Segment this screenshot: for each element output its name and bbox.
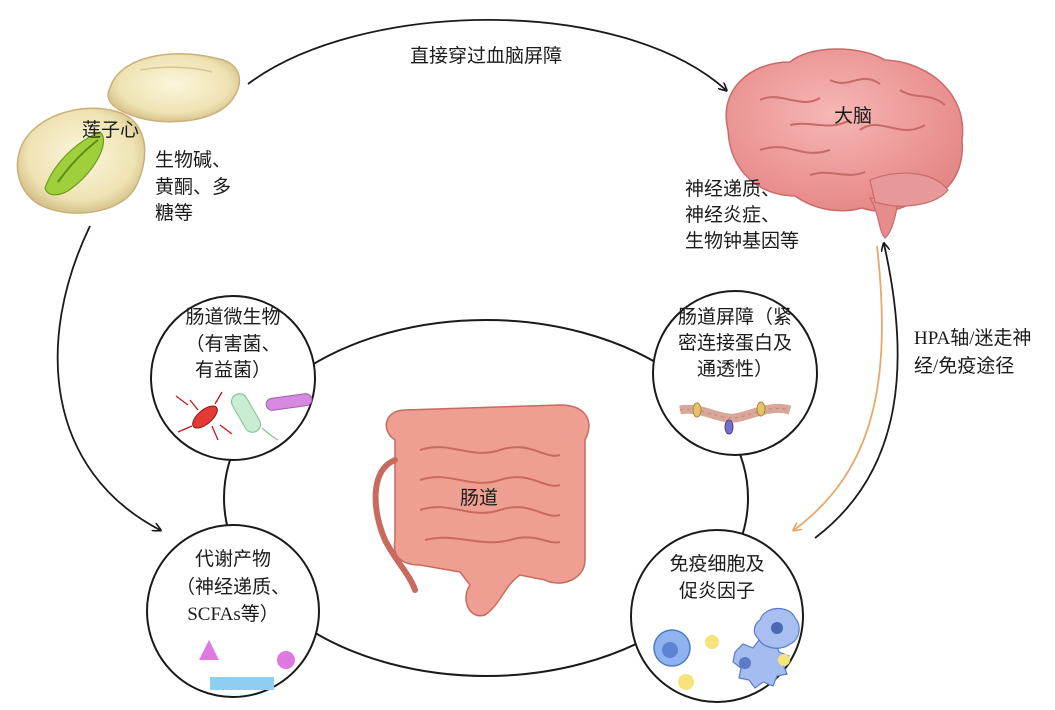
lotus-components-line-3: 糖等 (155, 201, 193, 226)
immune-line-1: 免疫细胞及 (652, 552, 782, 577)
barrier-line-2: 密连接蛋白及 (665, 331, 805, 356)
microbiota-line-2: （有害菌、 (163, 332, 303, 357)
brain-name-label: 大脑 (834, 104, 872, 129)
metabolites-line-3: SCFAs等） (158, 602, 308, 627)
axis-label-line-1: HPA轴/迷走神 (914, 326, 1032, 351)
microbiota-line-3: 有益菌） (163, 358, 303, 383)
microbiota-line-1: 肠道微生物 (173, 305, 293, 330)
brain-effects-line-3: 生物钟基因等 (685, 229, 799, 254)
gut-name-label: 肠道 (460, 486, 498, 511)
barrier-line-1: 肠道屏障（紧 (665, 305, 805, 330)
dot-shape (277, 651, 295, 669)
metabolites-line-1: 代谢产物 (163, 547, 303, 572)
top-arrow-label: 直接穿过血脑屏障 (410, 44, 562, 69)
barrier-line-3: 通透性） (665, 357, 805, 382)
arrow-lotus-to-metabolites (58, 226, 160, 530)
bar-shape (210, 677, 274, 690)
immune-line-2: 促炎因子 (652, 579, 782, 604)
arrow-immune-to-brain (815, 244, 898, 538)
brain-effects-line-2: 神经炎症、 (685, 203, 780, 228)
metabolites-line-2: （神经递质、 (158, 575, 308, 600)
axis-label-line-2: 经/免疫途径 (914, 354, 1014, 379)
lotus-components-line-2: 黄酮、多 (155, 175, 231, 200)
lotus-name-label: 莲子心 (82, 118, 139, 143)
brain-effects-line-1: 神经递质、 (685, 177, 780, 202)
lotus-components-line-1: 生物碱、 (155, 148, 231, 173)
